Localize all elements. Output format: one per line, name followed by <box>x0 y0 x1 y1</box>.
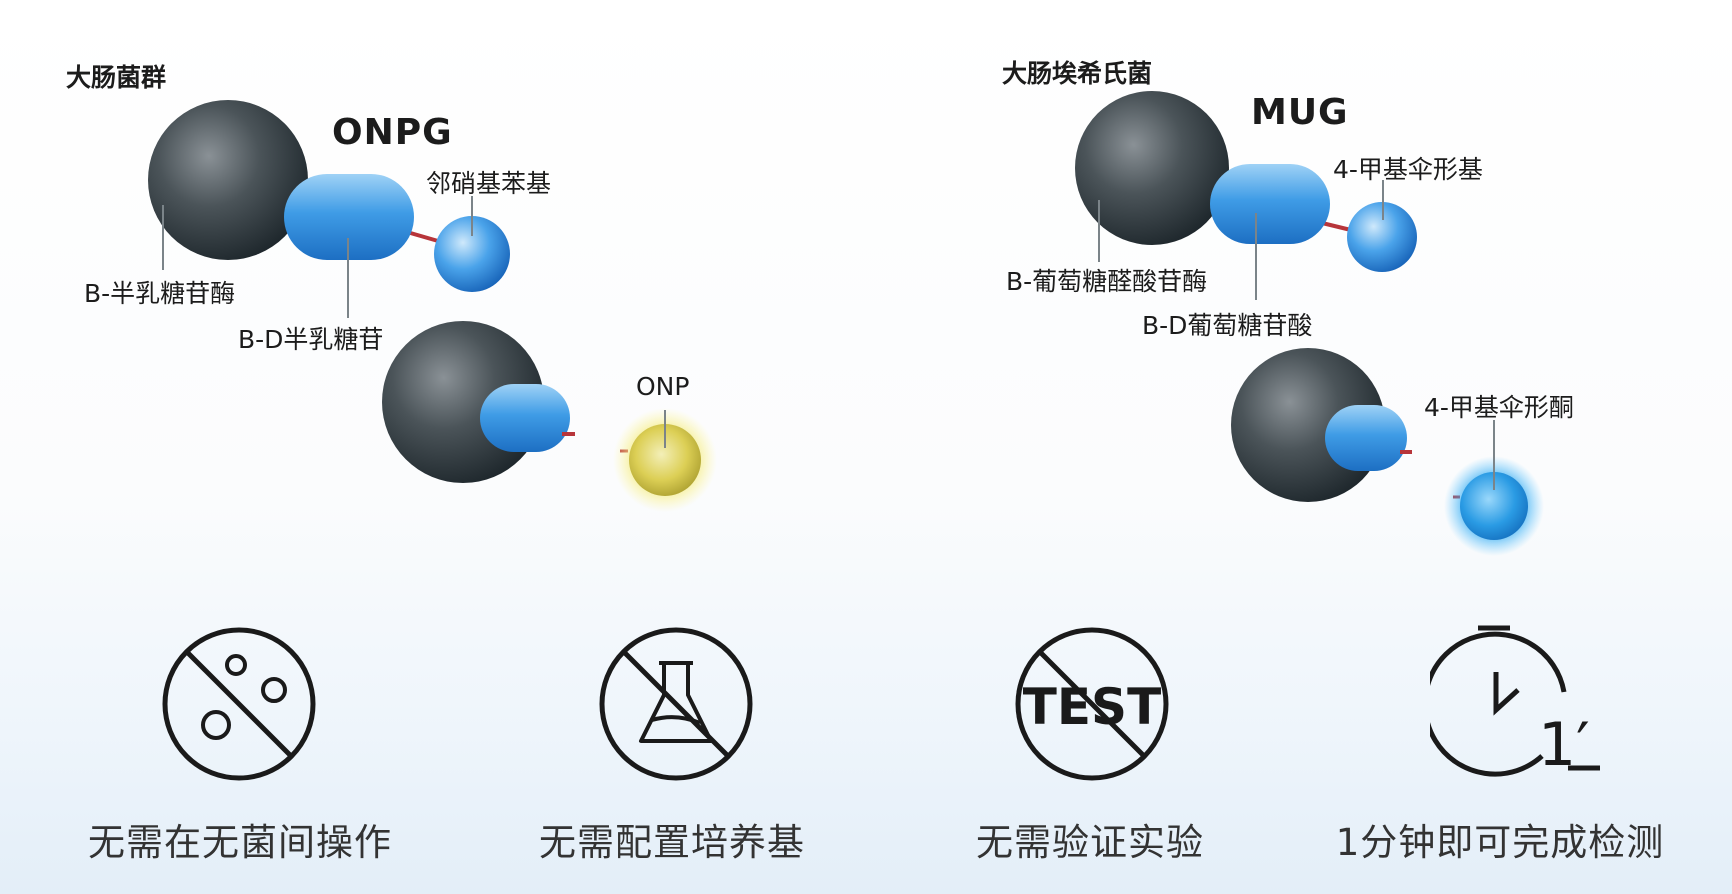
feature-text-no-verification: 无需验证实验 <box>976 821 1204 864</box>
left-substrate-label: B-D半乳糖苷 <box>238 325 384 354</box>
feature-text-no-culture-medium: 无需配置培养基 <box>539 821 805 864</box>
left-enzyme-substrate-complex <box>148 100 510 292</box>
right-molecule-name: MUG <box>1251 92 1349 133</box>
right-substrate-label: B-D葡萄糖苷酸 <box>1142 311 1313 340</box>
right-enzyme-label: B-葡萄糖醛酸苷酶 <box>1006 267 1208 296</box>
leader-lines <box>162 180 1495 490</box>
left-molecule-name: ONPG <box>332 112 453 153</box>
no-flask-icon <box>599 627 753 781</box>
right-group-label: 4-甲基伞形基 <box>1333 155 1483 184</box>
feature-text-one-minute: 1分钟即可完成检测 <box>1335 821 1665 864</box>
left-enzyme-label: B-半乳糖苷酶 <box>84 279 236 308</box>
right-enzyme-substrate-complex <box>1075 91 1417 272</box>
right-enzyme-product <box>1231 348 1544 556</box>
left-enzyme-product <box>382 321 717 512</box>
no-test-icon: TEST <box>1015 627 1169 781</box>
right-heading: 大肠埃希氏菌 <box>1002 59 1153 88</box>
left-product-label: ONP <box>636 372 690 401</box>
stopwatch-icon: 1′ <box>1430 625 1600 780</box>
right-product-label: 4-甲基伞形酮 <box>1424 393 1574 422</box>
no-petri-dish-icon <box>162 627 316 781</box>
left-group-label: 邻硝基苯基 <box>426 169 552 198</box>
feature-text-no-sterile-room: 无需在无菌间操作 <box>88 821 392 864</box>
left-heading: 大肠菌群 <box>66 63 167 92</box>
